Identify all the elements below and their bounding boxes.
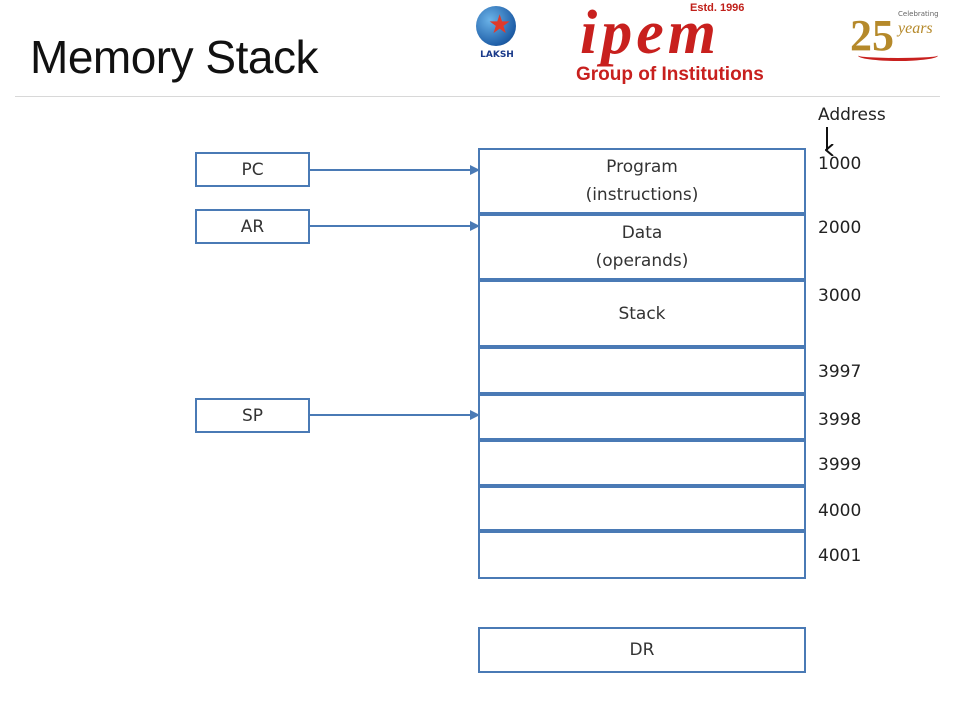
data-sublabel: (operands) bbox=[595, 251, 689, 271]
header-divider bbox=[15, 96, 940, 97]
address-label: 4000 bbox=[818, 501, 862, 521]
stack-cell-3999 bbox=[478, 440, 806, 486]
stack-cell-3997 bbox=[478, 347, 806, 394]
ipem-logo: ipem Estd. 1996 Group of Institutions bbox=[572, 0, 812, 90]
pc-register: PC bbox=[195, 152, 310, 187]
anniversary-celebrating: Celebrating bbox=[898, 10, 939, 18]
address-label: 3999 bbox=[818, 455, 862, 475]
program-label: Program bbox=[606, 157, 678, 177]
stack-cell-4001 bbox=[478, 531, 806, 579]
memory-stack-block: Stack bbox=[478, 280, 806, 347]
ar-register: AR bbox=[195, 209, 310, 244]
address-label: 3997 bbox=[818, 362, 862, 382]
anniversary-logo: 25 Celebrating years bbox=[848, 6, 944, 66]
sp-register-label: SP bbox=[241, 405, 264, 426]
ipem-logo-subtitle: Group of Institutions bbox=[576, 64, 764, 85]
dr-register: DR bbox=[478, 627, 806, 673]
pc-register-label: PC bbox=[241, 159, 264, 180]
globe-icon bbox=[476, 6, 516, 46]
address-label: 4001 bbox=[818, 546, 862, 566]
address-label: 1000 bbox=[818, 154, 862, 174]
address-header: Address bbox=[818, 105, 886, 125]
dr-register-label: DR bbox=[629, 640, 655, 660]
address-label: 2000 bbox=[818, 218, 862, 238]
page-title: Memory Stack bbox=[30, 31, 318, 83]
stack-cell-4000 bbox=[478, 486, 806, 531]
stack-label: Stack bbox=[618, 303, 666, 324]
laksh-logo: ★ LAKSH bbox=[472, 4, 522, 66]
memory-program-block: Program (instructions) bbox=[478, 148, 806, 214]
memory-data-block: Data (operands) bbox=[478, 214, 806, 280]
stack-cell-3998 bbox=[478, 394, 806, 440]
address-label: 3000 bbox=[818, 286, 862, 306]
data-label: Data bbox=[621, 223, 663, 243]
address-label: 3998 bbox=[818, 410, 862, 430]
anniversary-swoosh bbox=[858, 50, 938, 61]
ar-register-label: AR bbox=[240, 216, 265, 237]
program-sublabel: (instructions) bbox=[585, 185, 699, 205]
laksh-logo-text: LAKSH bbox=[480, 50, 514, 60]
sp-register: SP bbox=[195, 398, 310, 433]
ipem-logo-word: ipem bbox=[580, 0, 720, 67]
anniversary-years: years bbox=[898, 20, 933, 37]
ipem-logo-estd: Estd. 1996 bbox=[690, 2, 745, 14]
